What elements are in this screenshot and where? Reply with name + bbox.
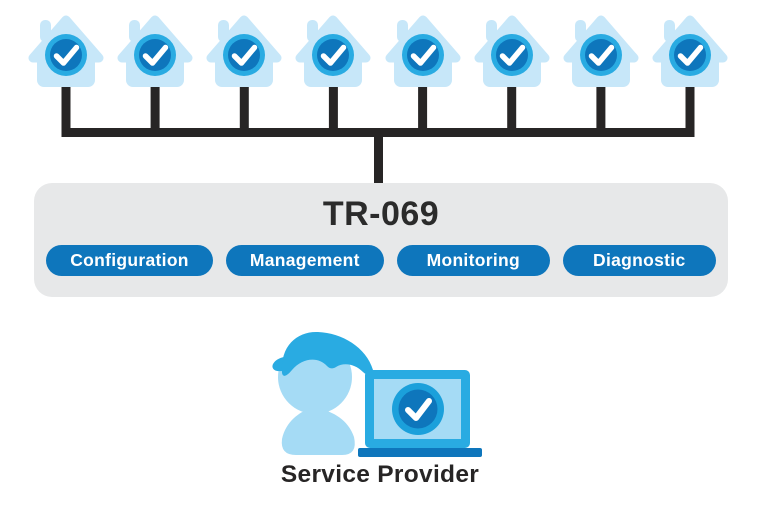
home-device-icon bbox=[117, 15, 193, 87]
feature-pill-monitoring: Monitoring bbox=[396, 245, 550, 276]
checkmark-icon bbox=[392, 383, 444, 435]
panel-title: TR-069 bbox=[322, 195, 440, 233]
hair bbox=[281, 331, 374, 376]
person-icon bbox=[272, 331, 374, 455]
feature-pill-diagnostic: Diagnostic bbox=[562, 245, 716, 276]
checkmark-icon bbox=[401, 34, 444, 76]
checkmark-icon bbox=[45, 34, 87, 76]
home-device-icon bbox=[385, 15, 461, 87]
home-device-icon bbox=[28, 15, 104, 87]
checkmark-icon bbox=[134, 34, 177, 76]
checkmark-icon bbox=[312, 34, 355, 76]
homes-row bbox=[28, 13, 728, 91]
home-device-icon bbox=[295, 15, 371, 87]
feature-pill-management: Management bbox=[225, 245, 384, 276]
service-provider-label: Service Provider bbox=[280, 461, 480, 488]
checkmark-icon bbox=[579, 34, 622, 76]
home-device-icon bbox=[652, 15, 728, 87]
service-provider-icon bbox=[272, 331, 482, 457]
home-device-icon bbox=[474, 15, 550, 87]
feature-pills-row: Configuration Management Monitoring Diag… bbox=[34, 245, 728, 276]
laptop-icon bbox=[358, 370, 482, 457]
home-device-icon bbox=[206, 15, 282, 87]
tr069-panel: TR-069 Configuration Management Monitori… bbox=[34, 183, 728, 297]
home-device-icon bbox=[563, 15, 639, 87]
checkmark-icon bbox=[668, 34, 711, 76]
feature-pill-configuration: Configuration bbox=[46, 245, 213, 276]
checkmark-icon bbox=[223, 34, 266, 76]
laptop-base bbox=[358, 448, 482, 457]
checkmark-icon bbox=[490, 34, 533, 76]
